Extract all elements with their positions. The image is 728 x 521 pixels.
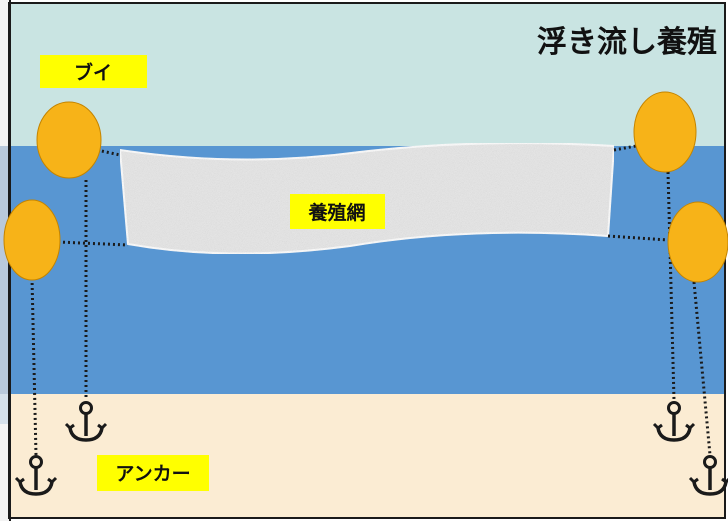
label-net: 養殖網: [290, 194, 385, 229]
buoy-icon: [633, 91, 697, 173]
buoys: [3, 91, 728, 283]
label-buoy-text: ブイ: [74, 61, 112, 84]
label-anchor: アンカー: [97, 455, 209, 491]
buoy-icon: [3, 199, 61, 281]
label-net-text: 養殖網: [307, 201, 365, 224]
label-buoy: ブイ: [40, 55, 147, 88]
buoy-icon: [36, 101, 102, 179]
mooring-lines: [30, 144, 712, 456]
label-anchor-text: アンカー: [115, 463, 190, 485]
buoy-icon: [667, 201, 728, 283]
diagram-title: 浮き流し養殖: [537, 25, 717, 60]
